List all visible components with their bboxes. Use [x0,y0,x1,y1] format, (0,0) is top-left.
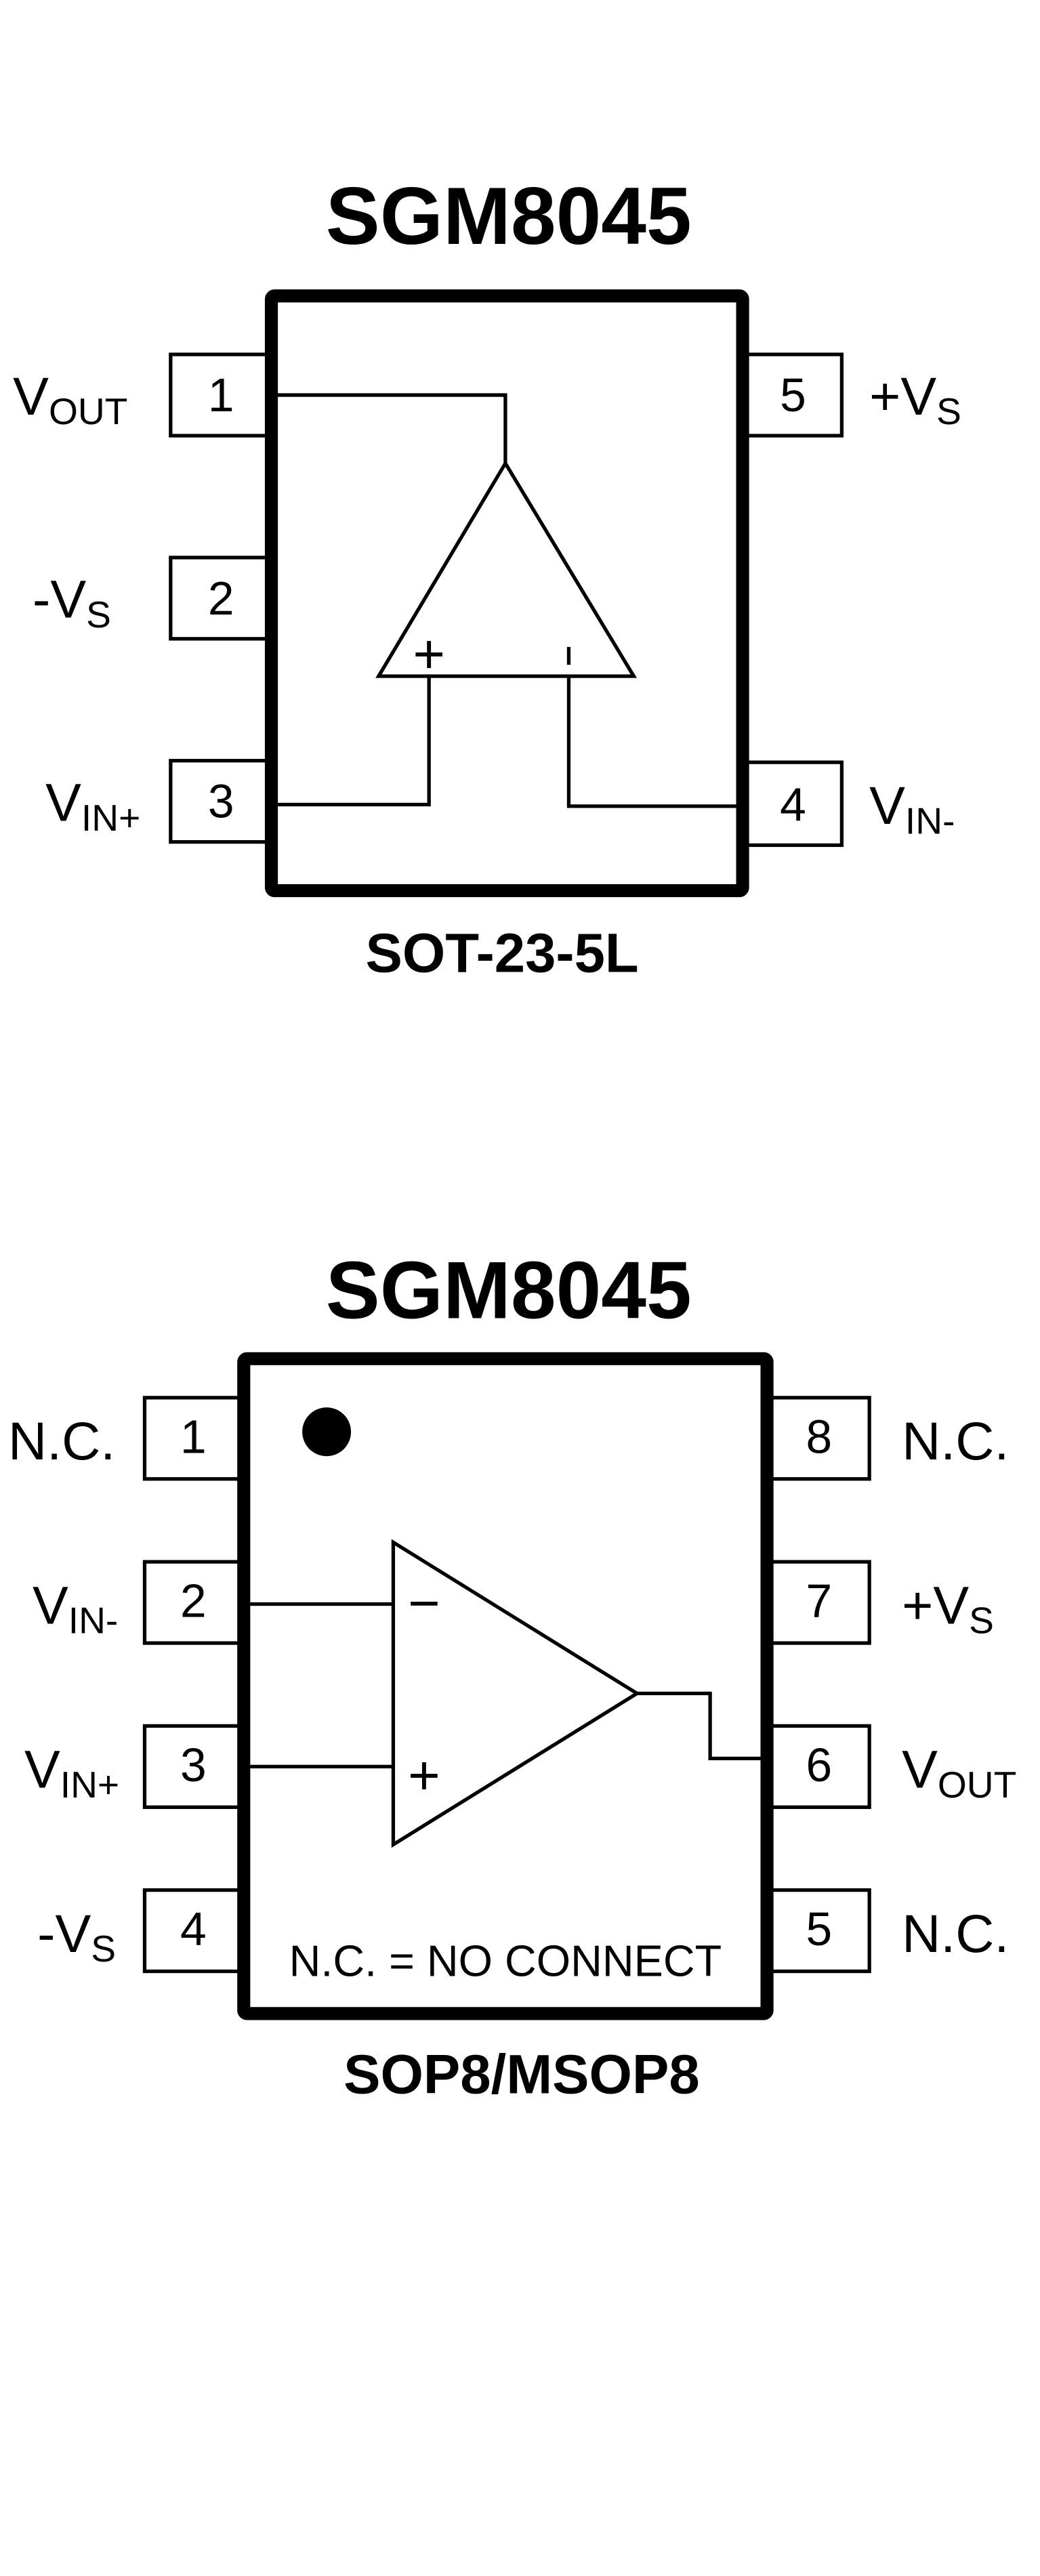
pin-1-box [169,352,274,438]
part-number-title: SGM8045 [326,1245,692,1335]
pin-8-label: N.C. [902,1411,1009,1471]
pin-3-number: 3 [208,775,234,828]
package-label: SOP8/MSOP8 [344,2043,700,2105]
plus-symbol: + [408,1745,440,1806]
pin-2-number: 2 [208,572,234,625]
pin-4-label: VIN- [869,775,955,842]
sot23-5l-diagram: SGM8045 1 VOUT 2 -VS 3 VIN+ 5 +VS 4 VIN-… [13,171,961,984]
pin-6-box [768,1724,871,1809]
pin-1-label: N.C. [8,1411,115,1471]
minus-symbol: − [408,1573,440,1634]
pin-8-number: 8 [806,1410,832,1463]
noninverting-input-wire [278,676,431,807]
pin-5-number: 5 [780,369,806,421]
pin-3-label: VIN+ [45,772,140,838]
pin-6-label: VOUT [902,1739,1016,1806]
package-label: SOT-23-5L [365,923,638,984]
pin-3-number: 3 [180,1739,207,1791]
pin-3-label: VIN+ [24,1739,119,1806]
output-wire [637,1691,761,1760]
pin-1-label: VOUT [13,366,127,432]
pin-2-label: VIN- [33,1575,118,1641]
inverting-input-wire [566,676,736,808]
pin-5-number: 5 [806,1903,832,1955]
pin-1-number: 1 [208,369,234,421]
pin-2-number: 2 [180,1575,207,1627]
pin-7-box [768,1560,871,1645]
no-connect-note: N.C. = NO CONNECT [289,1936,722,1986]
pin-4-number: 4 [780,778,806,831]
pin-2-box [142,1560,246,1645]
pin-2-box [169,556,274,641]
output-wire [278,393,507,463]
opamp-triangle [375,459,638,678]
pin-7-label: +VS [902,1575,994,1641]
pin-4-number: 4 [180,1903,207,1955]
pin-4-box [742,760,844,848]
pin-6-number: 6 [806,1739,832,1791]
pin-5-label: +VS [869,366,961,432]
part-number-title: SGM8045 [326,171,692,262]
package-body [264,289,749,898]
plus-symbol: + [413,623,445,685]
opamp-triangle [391,1539,641,1848]
pin-2-label: -VS [33,569,111,636]
pin-8-box [768,1396,871,1481]
pin-5-box [742,352,844,438]
pin-5-label: N.C. [902,1903,1009,1964]
package-body [237,1352,774,2020]
pin-7-number: 7 [806,1575,832,1627]
pin1-indicator-dot [302,1407,352,1457]
pin-4-label: -VS [37,1903,116,1970]
sop8-msop8-diagram: SGM8045 1 N.C. 2 VIN- 3 VIN+ 4 -VS 8 N.C… [8,1245,1016,2105]
pin-3-box [169,759,274,844]
pin-1-number: 1 [180,1410,207,1463]
